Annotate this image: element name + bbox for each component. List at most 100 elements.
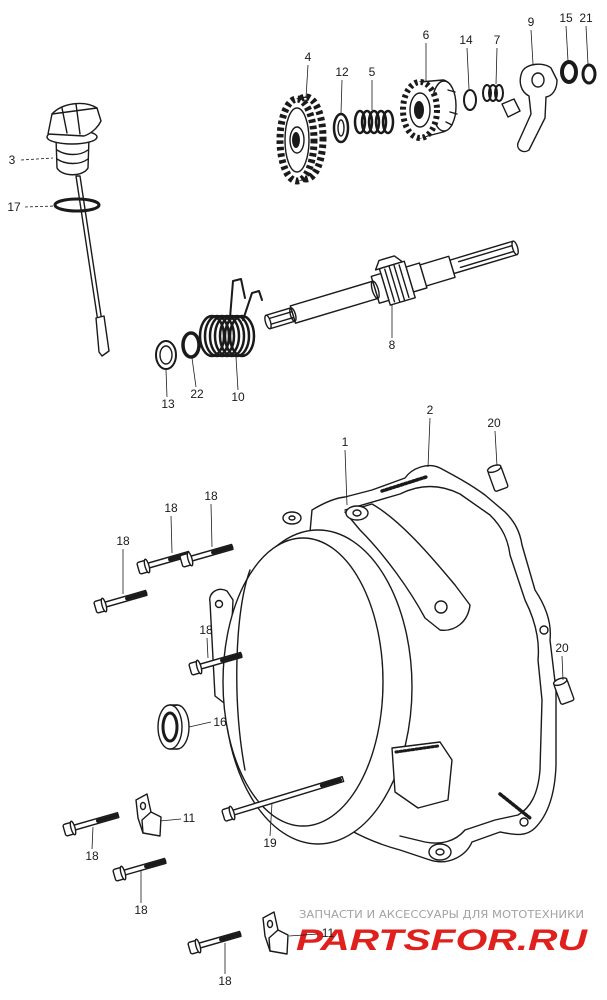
callout-4: 4 xyxy=(305,50,312,99)
callout-17: 17 xyxy=(7,200,56,214)
callout-number: 5 xyxy=(369,65,376,79)
callout-number: 6 xyxy=(423,28,430,42)
callout-6: 6 xyxy=(423,28,430,82)
callout-number: 18 xyxy=(164,501,178,515)
callout-number: 18 xyxy=(85,849,99,863)
bolt xyxy=(93,589,148,614)
mounting-hole xyxy=(434,600,448,614)
callout-1: 1 xyxy=(342,435,349,506)
callout-13: 13 xyxy=(161,369,175,411)
washer-12 xyxy=(332,112,350,144)
mounting-hole xyxy=(539,625,549,635)
callout-number: 20 xyxy=(487,416,501,430)
watermark: ЗАПЧАСТИ И АКСЕССУАРЫ ДЛЯ МОТОТЕХНИКИ PA… xyxy=(296,908,589,957)
callout-number: 18 xyxy=(134,903,148,917)
callout-18: 18 xyxy=(164,501,178,554)
oil-filler-cap xyxy=(46,102,102,176)
callout-number: 18 xyxy=(116,534,130,548)
o-ring xyxy=(53,197,101,213)
cover-flange-edge xyxy=(344,485,543,844)
callout-3: 3 xyxy=(9,153,54,167)
kick-starter-spindle xyxy=(264,240,519,330)
callout-10: 10 xyxy=(231,356,245,404)
kick-starter-spring xyxy=(198,278,263,358)
callout-11: 11 xyxy=(288,926,335,940)
dowel-pin xyxy=(552,677,575,705)
callout-number: 14 xyxy=(459,33,473,47)
washer-13 xyxy=(155,340,177,370)
callout-number: 18 xyxy=(204,489,218,503)
callout-16: 16 xyxy=(188,715,227,729)
callout-18: 18 xyxy=(134,871,148,917)
callout-number: 13 xyxy=(161,397,175,411)
cover-ribs-top xyxy=(380,475,428,493)
callout-number: 2 xyxy=(427,403,434,417)
oil-seal xyxy=(157,704,190,750)
cover-lower-notch xyxy=(391,741,453,809)
bolt xyxy=(62,811,120,837)
watermark-logo: PARTSFOR.RU xyxy=(296,924,589,957)
callout-number: 9 xyxy=(528,15,535,29)
callout-labels: 3 17 4 12 5 6 14 7 9 15 21 8 13 22 10 1 … xyxy=(7,11,593,988)
callout-number: 8 xyxy=(389,338,396,352)
long-bolt xyxy=(221,775,345,822)
kick-starter-ratchet-gear xyxy=(400,79,458,141)
callout-21: 21 xyxy=(579,11,593,65)
callout-22: 22 xyxy=(190,357,204,401)
cover-rib-boss xyxy=(344,503,471,631)
crankcase-cover-assembly xyxy=(209,464,557,863)
callout-number: 4 xyxy=(305,50,312,64)
callout-number: 20 xyxy=(555,641,569,655)
dipstick xyxy=(75,175,110,357)
callout-number: 3 xyxy=(9,153,16,167)
mounting-hole xyxy=(519,817,529,827)
cover-ribs-bottom xyxy=(498,792,532,820)
callout-number: 1 xyxy=(342,435,349,449)
callout-number: 7 xyxy=(494,33,501,47)
dowel-pin xyxy=(486,464,509,492)
callout-18: 18 xyxy=(116,534,130,594)
ring-21 xyxy=(581,63,597,85)
callout-number: 12 xyxy=(335,65,349,79)
clamp xyxy=(262,911,289,955)
bolt xyxy=(187,930,242,955)
watermark-tagline: ЗАПЧАСТИ И АКСЕССУАРЫ ДЛЯ МОТОТЕХНИКИ xyxy=(299,908,584,921)
callout-number: 18 xyxy=(199,623,213,637)
callout-12: 12 xyxy=(335,65,349,114)
mounting-hole xyxy=(214,599,224,609)
clamp xyxy=(135,793,162,837)
kick-starter-gear xyxy=(276,93,327,185)
callout-number: 18 xyxy=(218,974,232,988)
callout-18: 18 xyxy=(85,826,99,863)
ring-15 xyxy=(560,60,578,84)
callout-number: 10 xyxy=(231,390,245,404)
callout-18: 18 xyxy=(199,623,213,659)
bolt xyxy=(179,543,234,568)
bolt xyxy=(112,857,167,882)
callout-19: 19 xyxy=(263,802,277,850)
callout-number: 22 xyxy=(190,387,204,401)
washer-22 xyxy=(181,331,201,359)
callout-number: 11 xyxy=(183,811,196,825)
bolt xyxy=(188,651,243,676)
callout-18: 18 xyxy=(218,943,232,988)
callout-20: 20 xyxy=(555,641,569,681)
callout-18: 18 xyxy=(204,489,218,548)
callout-20: 20 xyxy=(487,416,501,467)
callout-number: 21 xyxy=(579,11,593,25)
spring-7 xyxy=(482,84,504,102)
ratchet-guide-lever xyxy=(501,63,558,153)
callout-number: 19 xyxy=(263,836,277,850)
callout-11: 11 xyxy=(159,811,196,825)
callout-number: 15 xyxy=(559,11,573,25)
callout-15: 15 xyxy=(559,11,573,62)
callout-5: 5 xyxy=(369,65,376,110)
callout-7: 7 xyxy=(494,33,501,85)
callout-9: 9 xyxy=(528,15,535,65)
callout-number: 11 xyxy=(322,926,335,940)
spring-5 xyxy=(353,109,395,135)
callout-8: 8 xyxy=(389,305,396,352)
callout-number: 17 xyxy=(7,200,21,214)
cover-dome xyxy=(222,537,384,827)
